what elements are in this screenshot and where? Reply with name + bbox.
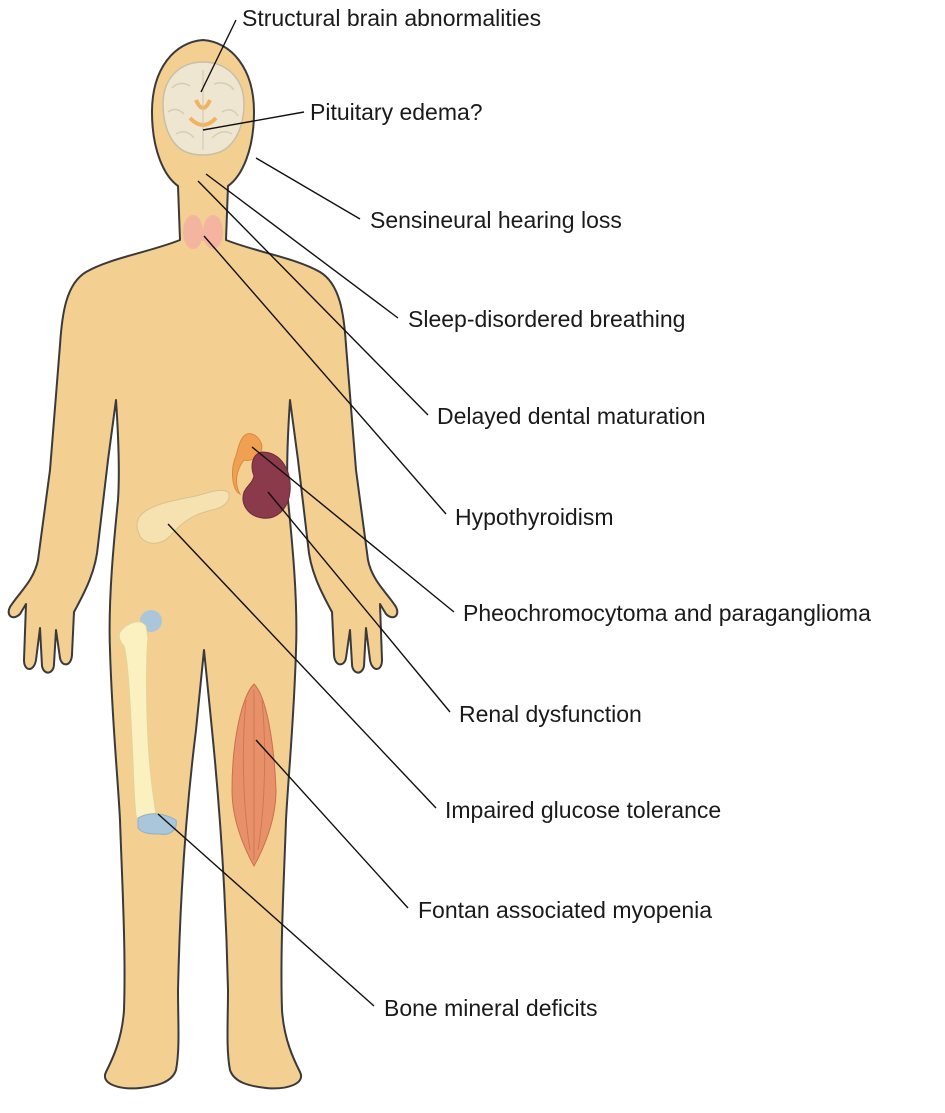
thigh-muscle-icon xyxy=(231,683,277,868)
leader-myopenia xyxy=(255,739,409,909)
leader-dental xyxy=(197,180,429,416)
brain-icon xyxy=(162,61,245,156)
label-pheochromocytoma-and-paraganglioma: Pheochromocytoma and paraganglioma xyxy=(463,600,871,626)
label-renal-dysfunction: Renal dysfunction xyxy=(459,701,642,727)
leader-renal xyxy=(267,491,451,713)
label-delayed-dental-maturation: Delayed dental maturation xyxy=(437,403,706,429)
label-sleep-disordered-breathing: Sleep-disordered breathing xyxy=(408,306,685,332)
body-silhouette xyxy=(7,39,399,1090)
label-structural-brain-abnormalities: Structural brain abnormalities xyxy=(242,5,541,31)
label-sensineural-hearing-loss: Sensineural hearing loss xyxy=(370,207,622,233)
leader-thyroid xyxy=(203,235,447,515)
leader-brain xyxy=(200,19,237,93)
pancreas-icon xyxy=(136,489,230,544)
label-bone-mineral-deficits: Bone mineral deficits xyxy=(384,995,598,1021)
label-impaired-glucose-tolerance: Impaired glucose tolerance xyxy=(445,797,721,823)
leader-sleep xyxy=(205,173,399,319)
leader-pituitary xyxy=(202,111,305,131)
leader-lines xyxy=(157,19,455,1007)
label-hypothyroidism: Hypothyroidism xyxy=(455,504,614,530)
label-pituitary-edema: Pituitary edema? xyxy=(310,99,483,125)
femur-bone-icon xyxy=(118,610,177,835)
leader-hearing xyxy=(255,157,361,220)
leader-pheo xyxy=(251,446,455,613)
leader-glucose xyxy=(167,523,437,809)
leader-bone xyxy=(157,813,375,1007)
label-fontan-associated-myopenia: Fontan associated myopenia xyxy=(418,897,712,923)
